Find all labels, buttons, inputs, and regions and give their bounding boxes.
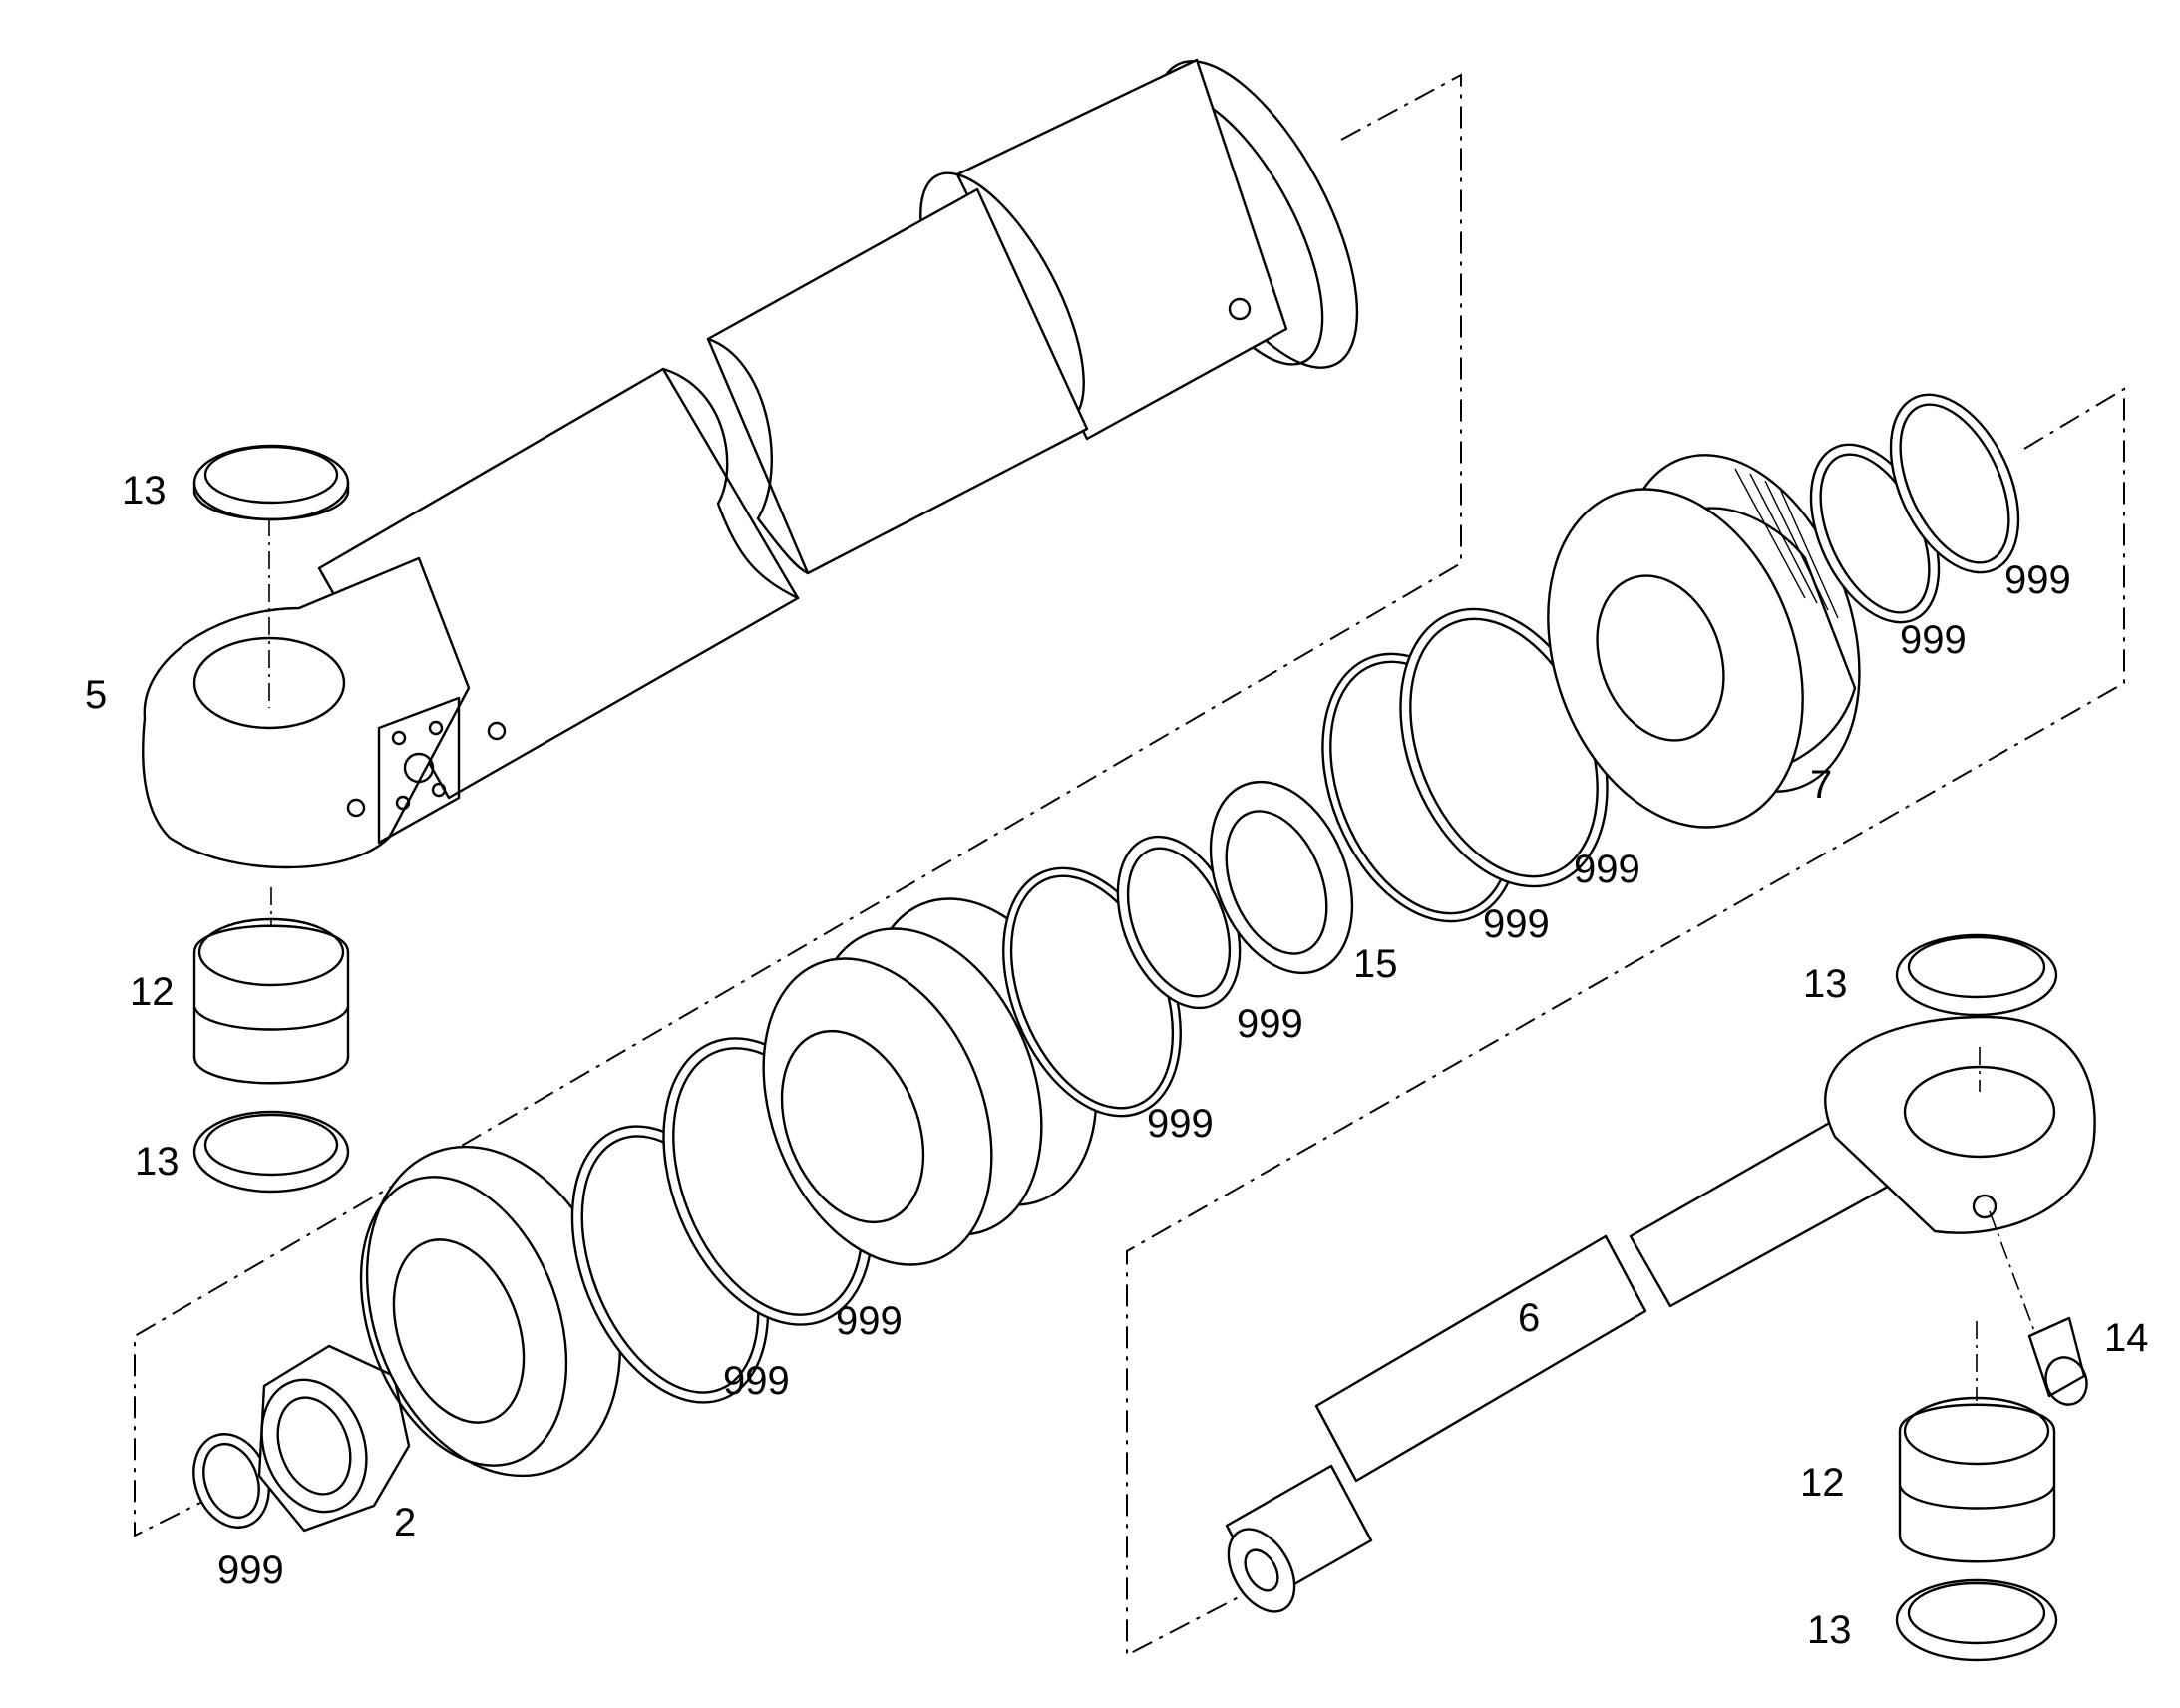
bearing-ring-13-mid-left xyxy=(192,1110,350,1194)
seal-ring-999-head-b xyxy=(1889,393,2020,574)
callout-999-nut-seal: 999 xyxy=(217,1548,284,1592)
callout-15: 15 xyxy=(1353,942,1398,986)
callout-999-head-b: 999 xyxy=(2004,558,2071,602)
callout-13-top-left: 13 xyxy=(122,469,167,512)
cylinder-head-part-7 xyxy=(1547,454,1861,829)
bushing-12-right xyxy=(1898,1321,2056,1563)
bearing-ring-13-top-left xyxy=(192,444,350,521)
callout-999-ring-f: 999 xyxy=(1574,848,1640,891)
bearing-ring-13-right-top xyxy=(1895,933,2058,1017)
callout-999-ring-d: 999 xyxy=(1237,1002,1303,1046)
callout-999-head-a: 999 xyxy=(1900,618,1967,662)
guide-ring-15 xyxy=(1209,780,1354,975)
callout-2: 2 xyxy=(394,1501,416,1544)
cylinder-tube-part-5 xyxy=(142,58,1359,869)
callout-7: 7 xyxy=(1810,763,1832,807)
callout-6: 6 xyxy=(1518,1296,1540,1340)
callout-5: 5 xyxy=(85,673,107,717)
callout-12-left: 12 xyxy=(130,970,175,1014)
piston-rod-part-6 xyxy=(1225,1015,2096,1613)
callout-999-ring-a: 999 xyxy=(723,1359,790,1403)
piston-body xyxy=(762,897,1098,1266)
assembly-boundary-lines xyxy=(134,73,2125,1657)
grease-nipple-14 xyxy=(1989,1210,2088,1406)
bearing-ring-13-right-bottom xyxy=(1895,1578,2058,1662)
callout-999-ring-e: 999 xyxy=(1483,902,1550,946)
callout-14: 14 xyxy=(2104,1316,2149,1360)
callout-13-right-bottom: 13 xyxy=(1807,1608,1852,1652)
callout-13-mid-left: 13 xyxy=(135,1140,180,1184)
callout-999-ring-c: 999 xyxy=(1147,1102,1214,1146)
bushing-12-left xyxy=(192,887,350,1085)
callout-12-right: 12 xyxy=(1800,1461,1845,1505)
callout-13-right-top: 13 xyxy=(1803,962,1848,1006)
callout-999-ring-b: 999 xyxy=(836,1299,903,1343)
callout-labels: 13 5 12 13 999 2 999 999 999 999 15 999 … xyxy=(85,469,2149,1652)
hex-nut-part-2 xyxy=(257,1344,411,1533)
